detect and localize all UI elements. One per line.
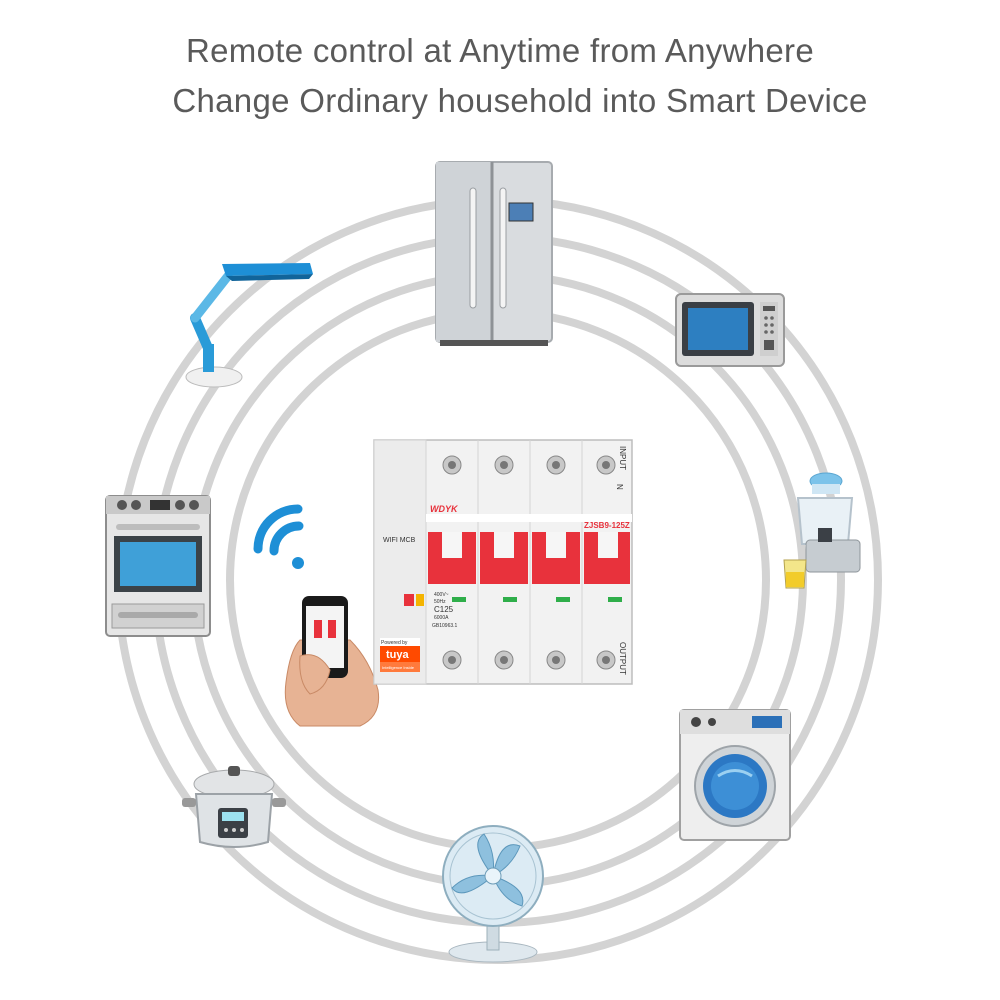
breaker-rating-voltage: 400V~	[434, 592, 449, 598]
breaker-brand: WDYK	[430, 504, 459, 514]
breaker-neutral-label: N	[615, 484, 624, 490]
circuit-breaker-icon: WDYK ZJSB9-125Z WIFI MCB 400V~ 50Hz C125…	[373, 439, 633, 685]
breaker-module-label: WIFI MCB	[383, 537, 416, 544]
headline-line-1: Remote control at Anytime from Anywhere	[186, 32, 814, 69]
tuya-logo-text: tuya	[386, 649, 410, 661]
breaker-model: ZJSB9-125Z	[584, 521, 630, 530]
refrigerator-icon	[435, 161, 553, 346]
headline-line-2: Change Ordinary household into Smart Dev…	[172, 82, 868, 119]
fan-icon	[442, 825, 544, 963]
tuya-powered-by: Powered by	[381, 640, 408, 646]
breaker-rating-freq: 50Hz	[434, 599, 446, 605]
tuya-subtitle: Intelligence Inside	[382, 665, 415, 670]
washing-machine-icon	[679, 709, 791, 841]
breaker-input-label: INPUT	[618, 446, 627, 470]
desk-lamp-icon	[185, 263, 313, 388]
microwave-icon	[675, 293, 785, 367]
breaker-output-label: OUTPUT	[618, 642, 627, 675]
breaker-standard: GB10963.1	[432, 623, 458, 629]
breaker-rating-curve: C125	[434, 605, 454, 614]
wifi-icon	[253, 504, 304, 569]
rice-cooker-icon	[182, 766, 286, 848]
juicer-icon	[783, 472, 861, 589]
phone-in-hand-icon	[284, 596, 380, 727]
breaker-rating-capacity: 6000A	[434, 615, 449, 621]
oven-icon	[105, 495, 211, 637]
